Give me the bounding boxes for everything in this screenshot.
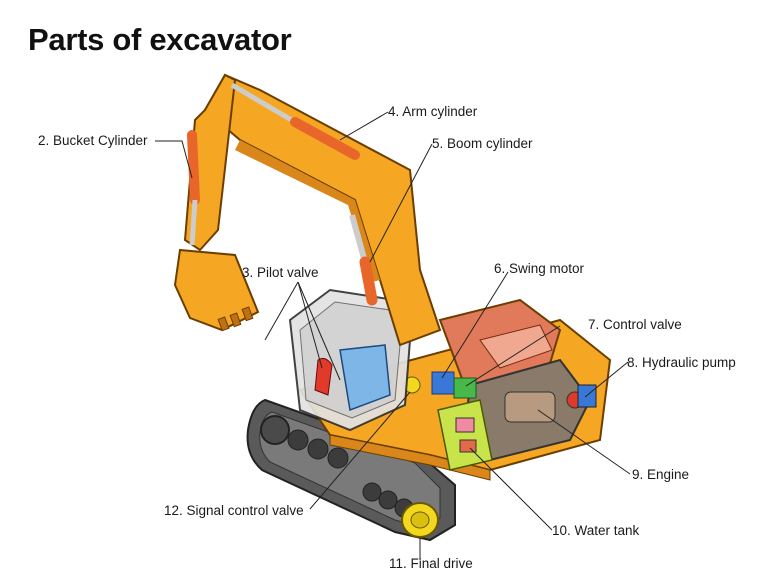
engine-part bbox=[463, 358, 597, 462]
arm-cylinder-part bbox=[230, 82, 360, 160]
bucket bbox=[173, 248, 260, 332]
label-hydraulic-pump: 8. Hydraulic pump bbox=[627, 355, 736, 370]
label-pilot-valve: 3. Pilot valve bbox=[242, 265, 319, 280]
leader-lines bbox=[155, 111, 631, 560]
final-drive-part bbox=[401, 502, 439, 538]
diagram-title: Parts of excavator bbox=[28, 22, 292, 57]
boom-cylinder-part bbox=[349, 214, 378, 306]
label-swing-motor: 6. Swing motor bbox=[494, 261, 585, 276]
boom bbox=[203, 73, 442, 347]
bucket-cylinder-part bbox=[187, 130, 200, 246]
label-arm-cylinder: 4. Arm cylinder bbox=[388, 104, 478, 119]
label-signal-control-valve: 12. Signal control valve bbox=[164, 503, 304, 518]
label-water-tank: 10. Water tank bbox=[552, 523, 640, 538]
label-boom-cylinder: 5. Boom cylinder bbox=[432, 136, 533, 151]
label-engine: 9. Engine bbox=[632, 467, 690, 482]
label-final-drive: 11. Final drive bbox=[389, 556, 473, 571]
label-control-valve: 7. Control valve bbox=[588, 317, 682, 332]
water-tank-part bbox=[437, 399, 493, 471]
label-bucket-cylinder: 2. Bucket Cylinder bbox=[38, 133, 148, 148]
track-assembly bbox=[246, 398, 456, 542]
cab bbox=[288, 288, 412, 432]
